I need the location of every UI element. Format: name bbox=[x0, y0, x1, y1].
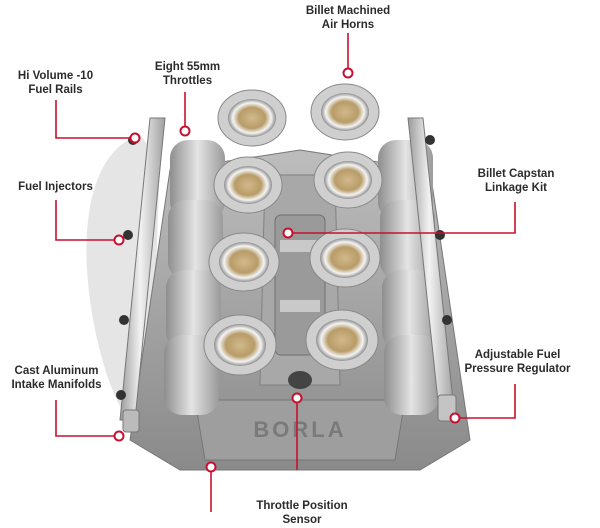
label-manifolds-line2: Intake Manifolds bbox=[11, 379, 102, 391]
label-air-horns: Billet Machined Air Horns bbox=[298, 4, 398, 32]
label-regulator: Adjustable Fuel Pressure Regulator bbox=[455, 348, 580, 376]
label-manifolds-line1: Cast Aluminum bbox=[14, 365, 99, 377]
label-fuel-injectors: Fuel Injectors bbox=[8, 180, 103, 194]
label-air-horns-line2: Air Horns bbox=[321, 19, 375, 31]
marker-fuel-injectors bbox=[113, 234, 125, 246]
label-fuel-rails: Hi Volume -10 Fuel Rails bbox=[8, 69, 103, 97]
fuel-rail-left bbox=[116, 117, 166, 433]
callout-line-manifolds bbox=[55, 400, 116, 437]
callout-lines bbox=[55, 33, 516, 512]
throttle-bodies-left bbox=[203, 89, 287, 376]
callout-line-regulator bbox=[458, 384, 516, 419]
label-tps-line1: Throttle Position bbox=[256, 500, 348, 512]
marker-fuel-rails bbox=[129, 132, 141, 144]
label-air-horns-line1: Billet Machined bbox=[305, 5, 391, 17]
marker-air-horns bbox=[342, 67, 354, 79]
marker-regulator bbox=[449, 412, 461, 424]
label-regulator-line2: Pressure Regulator bbox=[464, 363, 571, 375]
label-linkage-line1: Billet Capstan bbox=[477, 168, 555, 180]
callout-line-fuel-injectors bbox=[55, 200, 116, 241]
label-tps: Throttle Position Sensor bbox=[247, 499, 357, 527]
svg-text:BORLA: BORLA bbox=[253, 417, 346, 442]
callout-line-linkage bbox=[290, 202, 516, 234]
logo-plate: BORLA bbox=[253, 417, 346, 442]
label-regulator-line1: Adjustable Fuel bbox=[474, 349, 561, 361]
label-throttles-line2: Throttles bbox=[162, 75, 213, 87]
intake-manifold-left bbox=[164, 140, 225, 415]
label-fuel-rails-line2: Fuel Rails bbox=[28, 84, 83, 96]
callout-line-fuel-rails bbox=[55, 100, 132, 139]
marker-manifolds bbox=[113, 430, 125, 442]
label-throttles: Eight 55mm Throttles bbox=[140, 60, 235, 88]
label-linkage: Billet Capstan Linkage Kit bbox=[466, 167, 566, 195]
throttle-bodies-right bbox=[305, 83, 383, 371]
marker-throttles bbox=[179, 125, 191, 137]
label-fuel-injectors-line1: Fuel Injectors bbox=[18, 181, 93, 193]
label-manifolds: Cast Aluminum Intake Manifolds bbox=[4, 364, 109, 392]
label-linkage-line2: Linkage Kit bbox=[485, 182, 547, 194]
label-throttles-line1: Eight 55mm bbox=[154, 61, 221, 73]
label-fuel-rails-line1: Hi Volume -10 bbox=[17, 70, 94, 82]
label-tps-line2: Sensor bbox=[282, 514, 322, 526]
marker-linkage bbox=[282, 227, 294, 239]
marker-tps-base bbox=[205, 461, 217, 473]
callout-markers bbox=[113, 67, 461, 473]
marker-tps bbox=[291, 392, 303, 404]
